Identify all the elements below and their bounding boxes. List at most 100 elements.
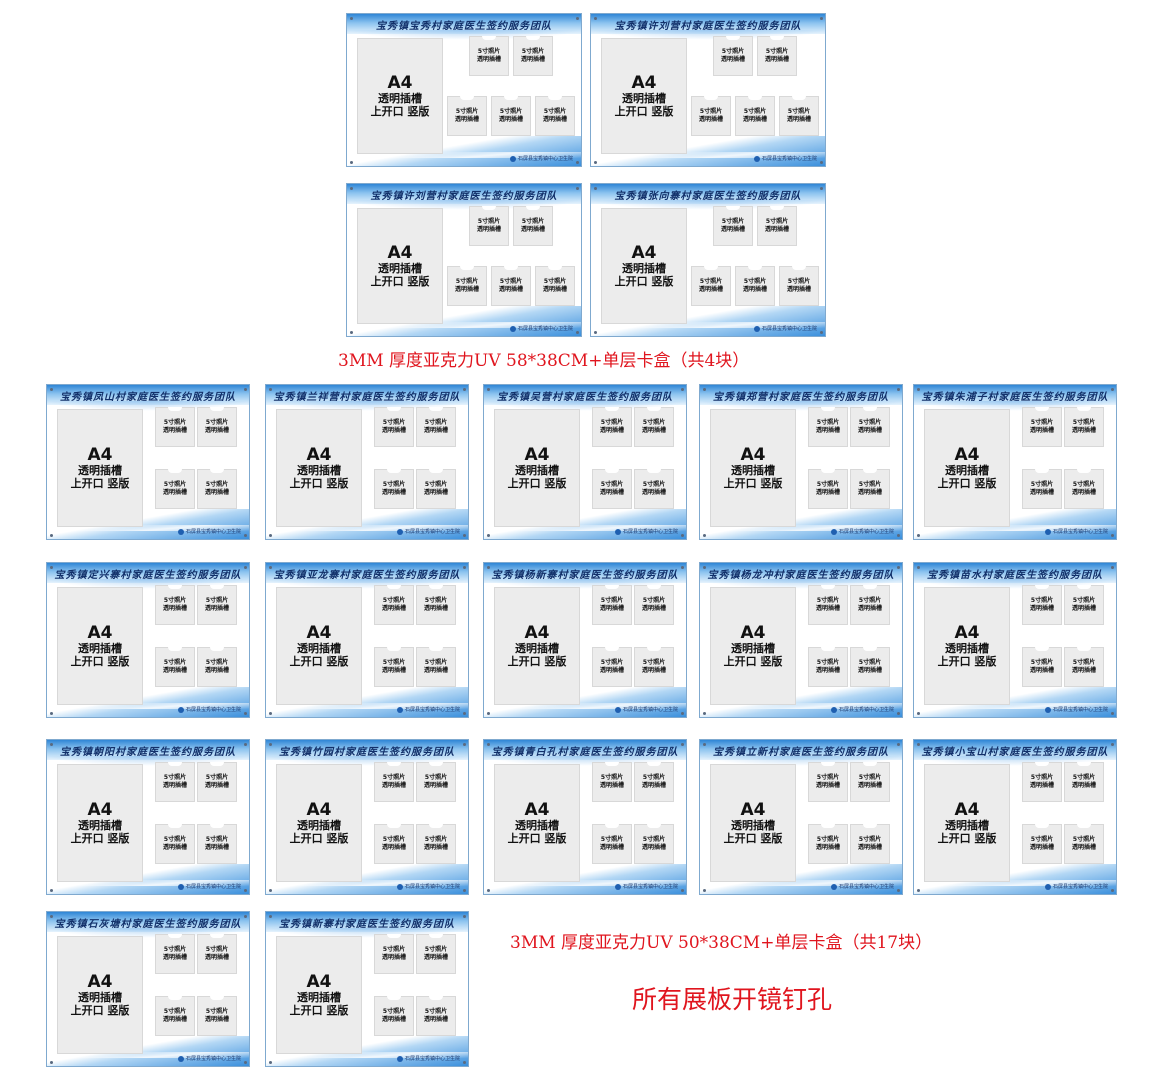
- mounting-hole: [594, 331, 597, 334]
- mounting-hole: [350, 187, 353, 190]
- photo-slot: 5寸照片透明插槽: [808, 647, 848, 687]
- a4-opening-label: 上开口 竖版: [507, 832, 567, 845]
- mounting-hole: [244, 534, 247, 537]
- hospital-name: 石屏县宝秀镇中心卫生院: [517, 156, 573, 162]
- photo-slot-size-label: 5寸照片: [382, 836, 406, 843]
- photo-slot-pocket-label: 透明插槽: [641, 782, 666, 789]
- mounting-hole: [703, 712, 706, 715]
- photo-slot-size-label: 5寸照片: [600, 597, 624, 604]
- mounting-hole: [897, 889, 900, 892]
- photo-slot-pocket-label: 透明插槽: [476, 56, 501, 63]
- mounting-hole: [594, 161, 597, 164]
- board-header-band: [347, 184, 581, 210]
- photo-slot-pocket-label: 透明插槽: [698, 286, 723, 293]
- photo-slot: 5寸照片透明插槽: [374, 934, 414, 974]
- board-header-band: [47, 563, 249, 589]
- photo-slot-pocket-label: 透明插槽: [720, 56, 745, 63]
- a4-opening-label: 上开口 竖版: [723, 832, 783, 845]
- a4-opening-label: 上开口 竖版: [289, 655, 349, 668]
- photo-slot-size-label: 5寸照片: [382, 481, 406, 488]
- photo-slot: 5寸照片透明插槽: [634, 585, 674, 625]
- photo-slot-size-label: 5寸照片: [858, 419, 882, 426]
- mounting-hole: [487, 743, 490, 746]
- photo-slot: 5寸照片透明插槽: [850, 824, 890, 864]
- photo-slot: 5寸照片透明插槽: [155, 469, 195, 509]
- photo-slot-pocket-label: 透明插槽: [204, 782, 229, 789]
- a4-opening-label: 上开口 竖版: [723, 477, 783, 490]
- photo-slot: 5寸照片透明插槽: [155, 996, 195, 1036]
- photo-slot: 5寸照片透明插槽: [735, 96, 775, 136]
- mounting-hole: [703, 388, 706, 391]
- hospital-logo-icon: [396, 528, 403, 535]
- photo-slot-pocket-label: 透明插槽: [742, 286, 767, 293]
- photo-slot: 5寸照片透明插槽: [1022, 407, 1062, 447]
- hospital-footer: 石屏县宝秀镇中心卫生院: [177, 706, 241, 713]
- hospital-name: 石屏县宝秀镇中心卫生院: [404, 1056, 460, 1062]
- photo-slot-pocket-label: 透明插槽: [764, 226, 789, 233]
- hospital-logo-icon: [177, 706, 184, 713]
- photo-slot-size-label: 5寸照片: [1072, 419, 1096, 426]
- hospital-logo-icon: [177, 528, 184, 535]
- mounting-hole: [269, 889, 272, 892]
- photo-slot-size-label: 5寸照片: [205, 659, 229, 666]
- photo-slot-pocket-label: 透明插槽: [423, 605, 448, 612]
- photo-slot-pocket-label: 透明插槽: [857, 489, 882, 496]
- hospital-name: 石屏县宝秀镇中心卫生院: [185, 529, 241, 535]
- board-header-band: [347, 14, 581, 40]
- photo-slot: 5寸照片透明插槽: [808, 762, 848, 802]
- board-header-band: [266, 912, 468, 938]
- mounting-hole: [820, 17, 823, 20]
- photo-slot-pocket-label: 透明插槽: [786, 116, 811, 123]
- photo-slot: 5寸照片透明插槽: [691, 96, 731, 136]
- a4-label: A4: [524, 623, 550, 643]
- a4-label: A4: [87, 800, 113, 820]
- photo-slot: 5寸照片透明插槽: [1022, 824, 1062, 864]
- a4-pocket-label: 透明插槽: [78, 642, 122, 655]
- photo-slot-size-label: 5寸照片: [205, 481, 229, 488]
- photo-slot: 5寸照片透明插槽: [416, 824, 456, 864]
- photo-slot-pocket-label: 透明插槽: [815, 782, 840, 789]
- photo-slot-pocket-label: 透明插槽: [1071, 844, 1096, 851]
- photo-slot-pocket-label: 透明插槽: [423, 667, 448, 674]
- photo-slot: 5寸照片透明插槽: [374, 585, 414, 625]
- mounting-hole: [594, 187, 597, 190]
- a4-opening-label: 上开口 竖版: [370, 105, 430, 118]
- mounting-hole: [50, 743, 53, 746]
- a4-opening-label: 上开口 竖版: [289, 832, 349, 845]
- photo-slot-pocket-label: 透明插槽: [381, 489, 406, 496]
- hospital-footer: 石屏县宝秀镇中心卫生院: [753, 155, 817, 162]
- mounting-hole: [244, 1061, 247, 1064]
- hospital-footer: 石屏县宝秀镇中心卫生院: [1044, 706, 1108, 713]
- board-title: 宝秀镇朱浦子村家庭医生签约服务团队: [921, 392, 1109, 403]
- hospital-name: 石屏县宝秀镇中心卫生院: [404, 884, 460, 890]
- board-title: 宝秀镇凤山村家庭医生签约服务团队: [60, 392, 236, 403]
- board-title: 宝秀镇石灰塘村家庭医生签约服务团队: [54, 919, 242, 930]
- mounting-hole: [463, 1061, 466, 1064]
- board-title: 宝秀镇张向寨村家庭医生签约服务团队: [614, 191, 802, 202]
- mounting-hole: [681, 889, 684, 892]
- photo-slot-pocket-label: 透明插槽: [698, 116, 723, 123]
- photo-slot-size-label: 5寸照片: [163, 1008, 187, 1015]
- photo-slot-size-label: 5寸照片: [543, 278, 567, 285]
- photo-slot-pocket-label: 透明插槽: [857, 667, 882, 674]
- photo-slot: 5寸照片透明插槽: [1064, 647, 1104, 687]
- photo-slot: 5寸照片透明插槽: [691, 266, 731, 306]
- photo-slot: 5寸照片透明插槽: [713, 36, 753, 76]
- photo-slot-pocket-label: 透明插槽: [423, 1016, 448, 1023]
- mounting-hole: [897, 743, 900, 746]
- hospital-footer: 石屏县宝秀镇中心卫生院: [753, 325, 817, 332]
- photo-slot-pocket-label: 透明插槽: [1071, 605, 1096, 612]
- mounting-hole: [463, 915, 466, 918]
- photo-slot-size-label: 5寸照片: [858, 481, 882, 488]
- photo-slot: 5寸照片透明插槽: [808, 407, 848, 447]
- photo-slot: 5寸照片透明插槽: [416, 762, 456, 802]
- a4-opening-label: 上开口 竖版: [614, 105, 674, 118]
- photo-slot-pocket-label: 透明插槽: [520, 226, 545, 233]
- hospital-logo-icon: [1044, 528, 1051, 535]
